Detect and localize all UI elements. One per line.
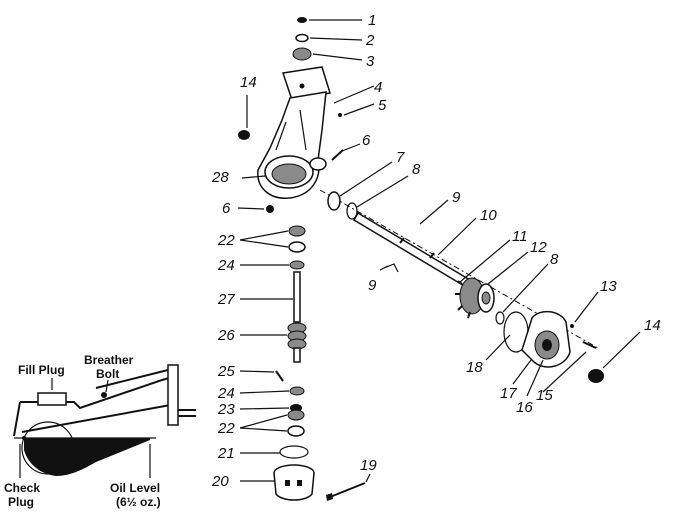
label-21: 21	[217, 445, 235, 462]
label-11: 11	[512, 228, 528, 245]
part-24-washer-upper	[289, 260, 305, 270]
part-6-screw-upper	[331, 149, 344, 161]
oil-level-label-line2: (6½ oz.)	[116, 495, 161, 509]
part-8-washer-b	[495, 311, 505, 325]
part-labels: 1 2 3 4 5 14 6 28 6 7 8 9 10 11 12 8 9 1…	[211, 12, 661, 490]
part-24-washer-lower	[289, 386, 305, 396]
part-25-key	[275, 370, 284, 382]
label-6-lower: 6	[222, 200, 231, 217]
oil-level-label-line1: Oil Level	[110, 481, 160, 495]
part-19-bolt	[329, 482, 366, 498]
label-8-lower: 8	[550, 251, 559, 268]
part-15-bolt	[582, 341, 597, 349]
label-15: 15	[536, 387, 553, 404]
part-5-bolt	[338, 113, 342, 117]
part-9-key	[383, 263, 399, 273]
oil-level-inset	[13, 364, 196, 478]
label-20: 20	[211, 473, 229, 490]
label-19: 19	[360, 457, 377, 474]
part-2-washer	[295, 33, 309, 43]
label-13: 13	[600, 278, 617, 295]
part-22-bearing-upper	[288, 225, 306, 237]
label-14-left: 14	[240, 74, 257, 91]
label-12: 12	[530, 239, 547, 256]
leader-lines	[237, 19, 641, 483]
breather-label-line2: Bolt	[96, 367, 119, 381]
part-6-bolt	[266, 205, 274, 213]
horizontal-shaft-assembly	[319, 189, 604, 383]
part-1-nut	[297, 17, 307, 23]
label-4: 4	[374, 79, 382, 96]
check-plug-label-line1: Check	[4, 481, 40, 495]
inset-breather-bolt	[101, 392, 107, 398]
part-7-seal	[327, 191, 341, 211]
label-22-lower: 22	[217, 420, 235, 437]
part-14-plug	[238, 130, 250, 140]
breather-label-line1: Breather	[84, 353, 134, 367]
part-20-bottom-cap	[273, 464, 315, 501]
label-22-upper: 22	[217, 232, 235, 249]
label-5: 5	[378, 97, 387, 114]
label-6-upper: 6	[362, 132, 371, 149]
label-27: 27	[217, 291, 235, 308]
label-2: 2	[365, 32, 375, 49]
label-3: 3	[366, 53, 375, 70]
label-25: 25	[217, 363, 235, 380]
label-18: 18	[466, 359, 483, 376]
label-7: 7	[396, 149, 405, 166]
part-26-gear	[287, 322, 307, 363]
part-27-shaft	[293, 271, 301, 323]
part-17-cover	[521, 310, 571, 368]
inset-oil-fill	[24, 438, 150, 476]
label-24-lower: 24	[217, 385, 235, 402]
inset-fill-plug	[37, 392, 67, 406]
part-13-screw	[570, 324, 574, 328]
label-24-upper: 24	[217, 257, 235, 274]
part-14-plug-right	[588, 369, 604, 383]
inset-labels: Fill Plug Breather Bolt Check Plug Oil L…	[4, 353, 161, 509]
label-9-lower: 9	[368, 277, 377, 294]
part-3-cap	[292, 47, 312, 61]
label-26: 26	[217, 327, 235, 344]
label-23: 23	[217, 401, 235, 418]
label-16: 16	[516, 399, 533, 416]
label-9-upper: 9	[452, 189, 461, 206]
label-14-right: 14	[644, 317, 661, 334]
part-21-oring	[279, 445, 309, 459]
vertical-shaft-stack	[273, 225, 366, 501]
part-22-bearing-lower	[287, 409, 305, 421]
label-28: 28	[211, 169, 229, 186]
housing-assembly	[238, 17, 344, 213]
part-10-shaft	[352, 211, 472, 289]
check-plug-label-line2: Plug	[8, 495, 34, 509]
label-17: 17	[500, 385, 517, 402]
fill-plug-label: Fill Plug	[18, 363, 65, 377]
label-1: 1	[368, 12, 376, 29]
label-8-upper: 8	[412, 161, 421, 178]
part-11-gear	[455, 277, 485, 319]
label-10: 10	[480, 207, 497, 224]
part-8-washer	[346, 202, 358, 220]
part-4-plate	[282, 66, 331, 101]
